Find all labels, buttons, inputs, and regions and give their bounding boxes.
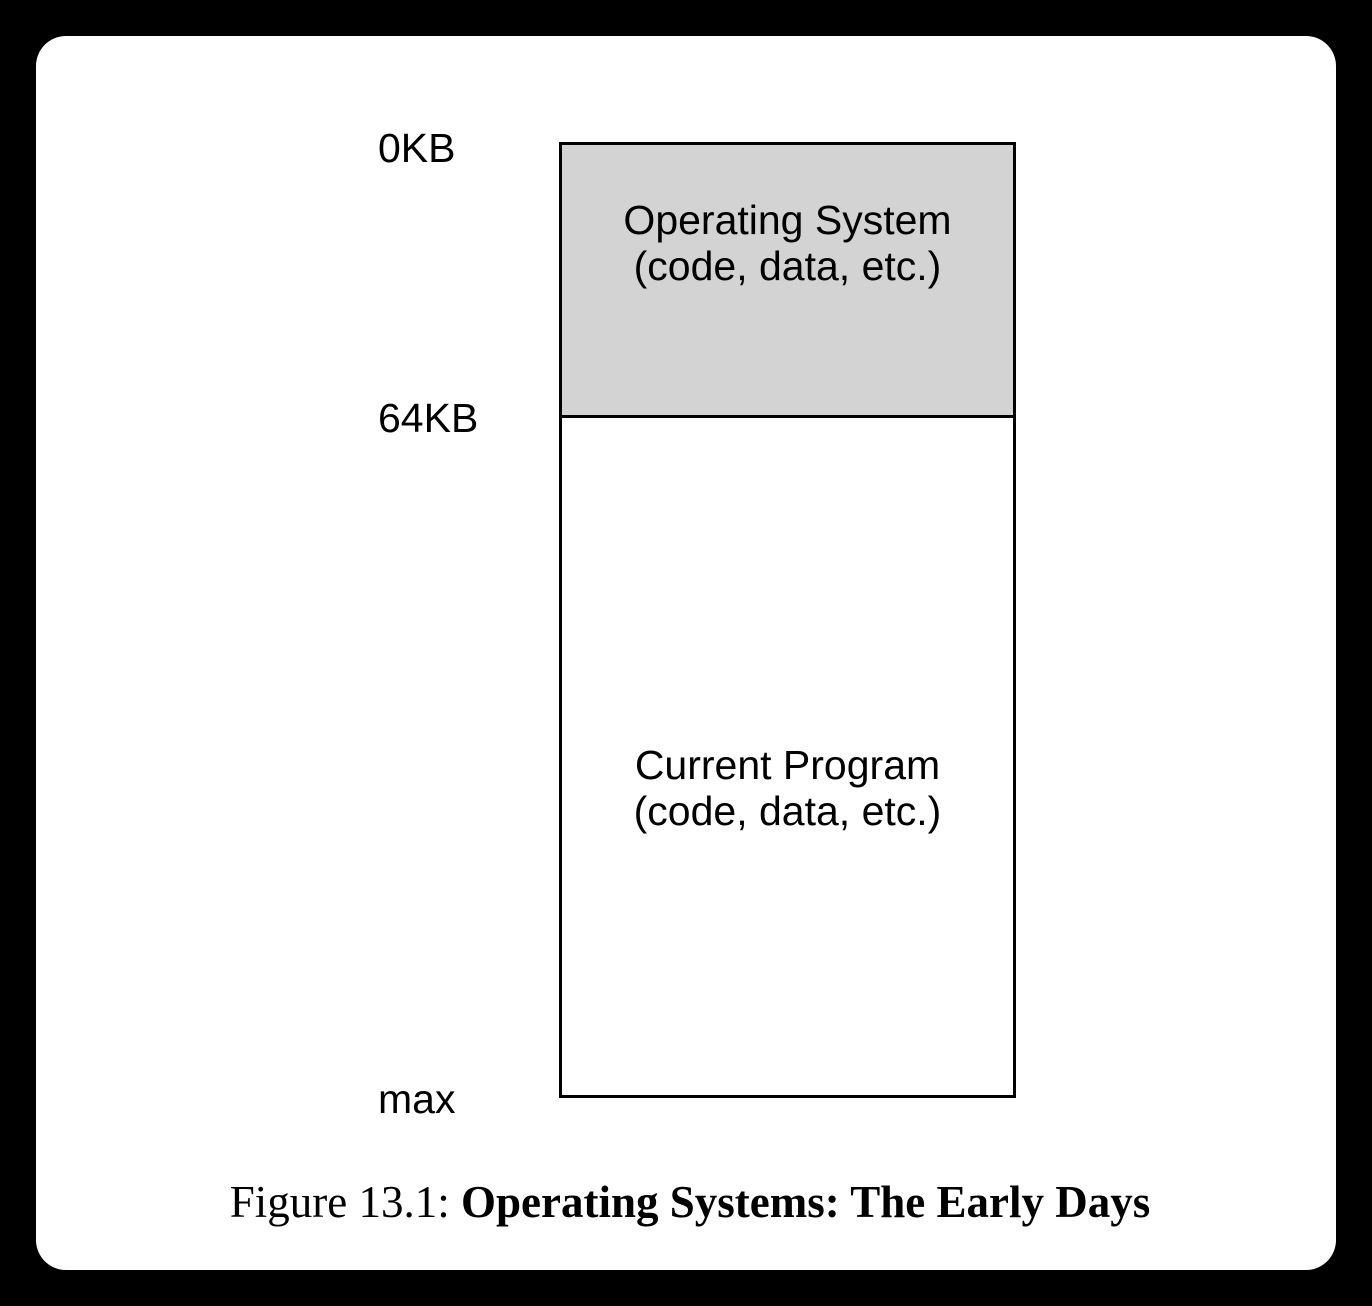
- address-label-64kb: 64KB: [378, 395, 479, 441]
- os-segment-subtitle: (code, data, etc.): [633, 243, 942, 289]
- address-label-max: max: [378, 1076, 456, 1122]
- figure-card: 0KB 64KB max Operating System (code, dat…: [36, 36, 1336, 1270]
- figure-caption-title: Operating Systems: The Early Days: [461, 1177, 1151, 1227]
- program-segment-subtitle: (code, data, etc.): [633, 788, 942, 834]
- memory-layout-box: Operating System (code, data, etc.) Curr…: [559, 142, 1016, 1098]
- os-segment-title: Operating System: [623, 197, 952, 243]
- figure-caption: Figure 13.1: Operating Systems: The Earl…: [36, 1177, 1344, 1228]
- program-segment-title: Current Program: [634, 742, 941, 788]
- operating-system-segment: Operating System (code, data, etc.): [562, 145, 1013, 418]
- address-label-0kb: 0KB: [378, 125, 456, 171]
- current-program-segment: Current Program (code, data, etc.): [562, 418, 1013, 1095]
- figure-caption-label: Figure 13.1:: [229, 1177, 450, 1227]
